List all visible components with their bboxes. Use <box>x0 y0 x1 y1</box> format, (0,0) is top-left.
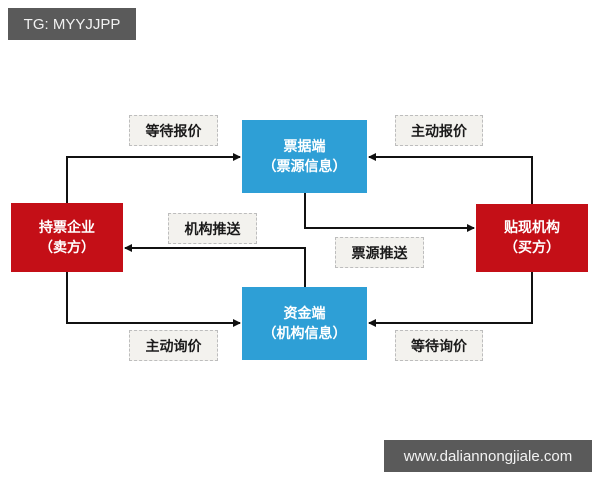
label-bill-push: 票源推送 <box>335 237 424 268</box>
fund-end-node: 资金端 （机构信息） <box>242 287 367 360</box>
watermark-bottom: www.daliannongjiale.com <box>384 440 592 472</box>
discounter-node: 贴现机构 （买方） <box>476 204 588 272</box>
bill-end-subtitle: （票源信息） <box>262 158 347 175</box>
label-wait-quote: 等待报价 <box>129 115 218 146</box>
bill-end-title: 票据端 <box>283 138 326 155</box>
label-institution-push: 机构推送 <box>168 213 257 244</box>
discounter-title: 贴现机构 <box>504 220 560 236</box>
discounter-subtitle: （买方） <box>504 240 560 256</box>
fund-end-subtitle: （机构信息） <box>262 325 347 342</box>
holder-subtitle: （卖方） <box>39 239 95 256</box>
watermark-top: TG: MYYJJPP <box>8 8 136 40</box>
fund-end-title: 资金端 <box>283 305 326 322</box>
holder-title: 持票企业 <box>39 219 95 236</box>
holder-node: 持票企业 （卖方） <box>11 203 123 272</box>
bill-end-node: 票据端 （票源信息） <box>242 120 367 193</box>
label-active-inquiry: 主动询价 <box>129 330 218 361</box>
label-active-quote: 主动报价 <box>395 115 483 146</box>
label-wait-inquiry: 等待询价 <box>395 330 483 361</box>
